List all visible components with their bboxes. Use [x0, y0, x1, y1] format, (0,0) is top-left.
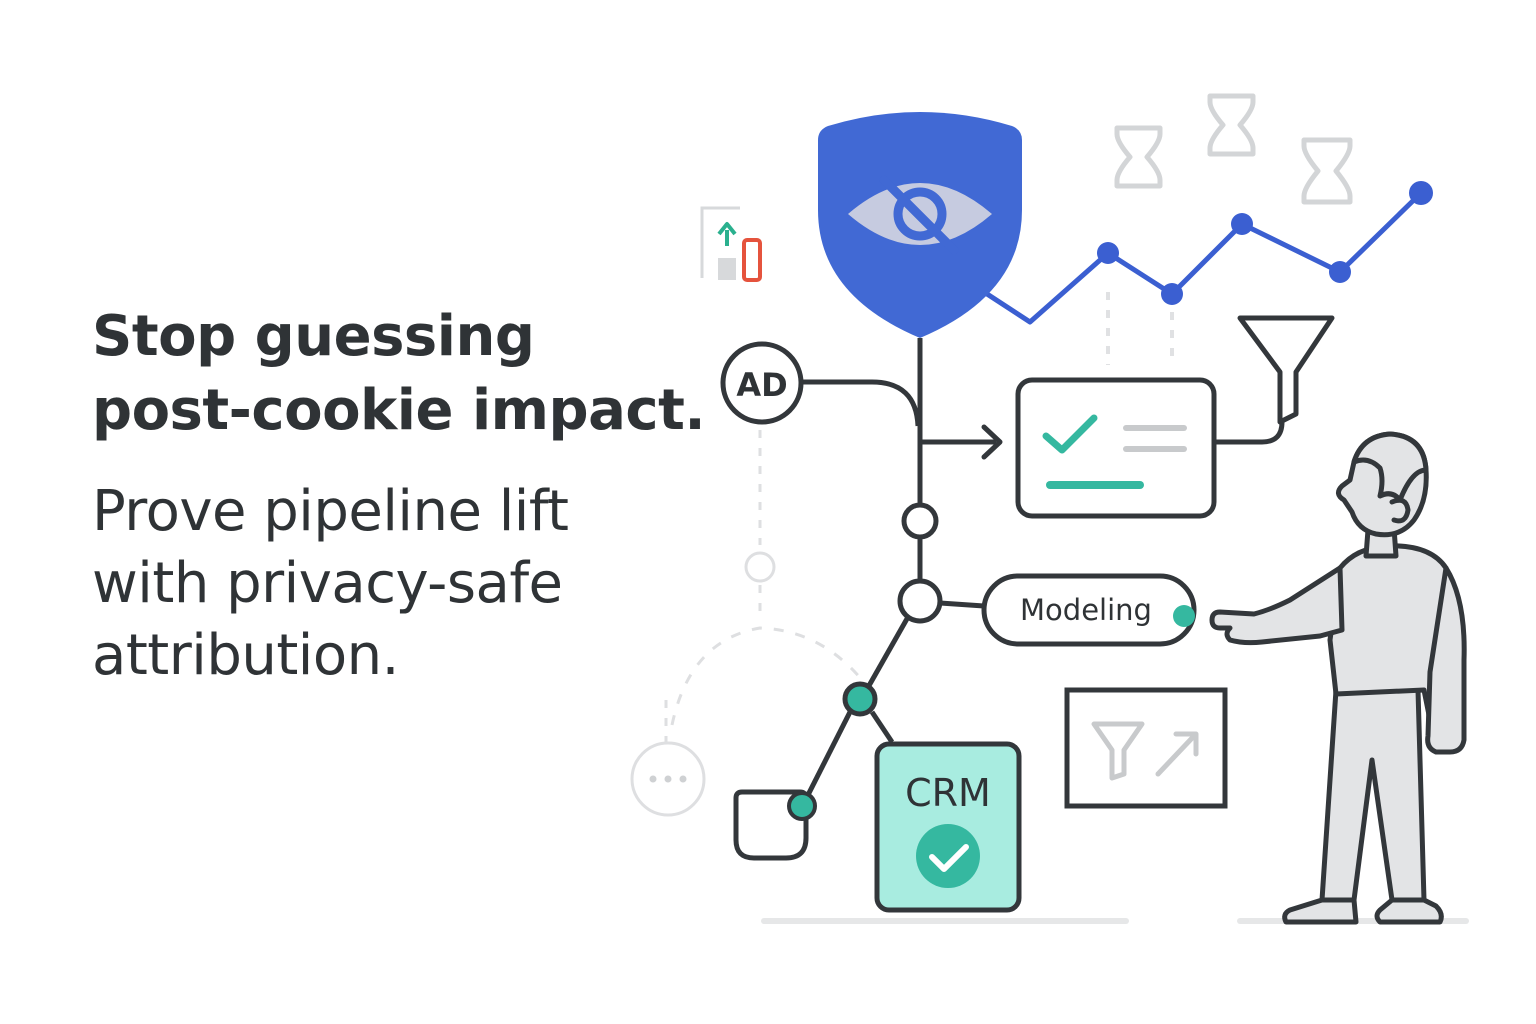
checklist-card-icon: [1015, 377, 1217, 519]
hero-copy: Stop guessing post-cookie impact. Prove …: [92, 300, 732, 692]
subhead-line-2: with privacy-safe: [92, 551, 563, 616]
ad-label: AD: [736, 366, 787, 404]
branch-to-cup: [805, 710, 853, 797]
data-container-icon: [733, 789, 817, 861]
flow-node-small: [901, 502, 939, 540]
modeling-pill: Modeling: [981, 573, 1197, 647]
hourglass-icon-2: [1207, 93, 1256, 157]
modeling-connector: [939, 600, 985, 609]
crm-label: CRM: [905, 771, 991, 815]
ad-node: AD: [720, 341, 804, 425]
headline-line-1: Stop guessing: [92, 304, 535, 369]
headline: Stop guessing post-cookie impact.: [92, 300, 732, 448]
flow-node-hub: [897, 578, 943, 624]
branch-node-teal: [842, 681, 878, 717]
shield-eye-icon: [818, 112, 1022, 338]
subhead-line-3: attribution.: [92, 623, 399, 688]
hourglass-icon-3: [1301, 137, 1353, 205]
funnel-icon: [1237, 315, 1335, 425]
analytics-board-icon: [1064, 687, 1228, 809]
person-pointing-icon: [1209, 431, 1467, 925]
funnel-connector: [1214, 421, 1285, 445]
hourglass-icon: [1114, 125, 1163, 189]
subhead-line-1: Prove pipeline lift: [92, 479, 569, 544]
ellipsis-icon: [630, 741, 706, 817]
trend-line-chart: [981, 181, 1433, 325]
headline-line-2: post-cookie impact.: [92, 378, 706, 443]
faint-network: [664, 430, 864, 745]
branch-to-crm: [869, 710, 895, 744]
crm-check-icon: CRM: [874, 741, 1022, 913]
chart-report-icon: [700, 206, 762, 282]
modeling-label: Modeling: [1020, 593, 1152, 627]
ad-connector: [802, 379, 921, 427]
subhead: Prove pipeline lift with privacy-safe at…: [92, 476, 732, 692]
arrowhead: [981, 424, 1003, 460]
